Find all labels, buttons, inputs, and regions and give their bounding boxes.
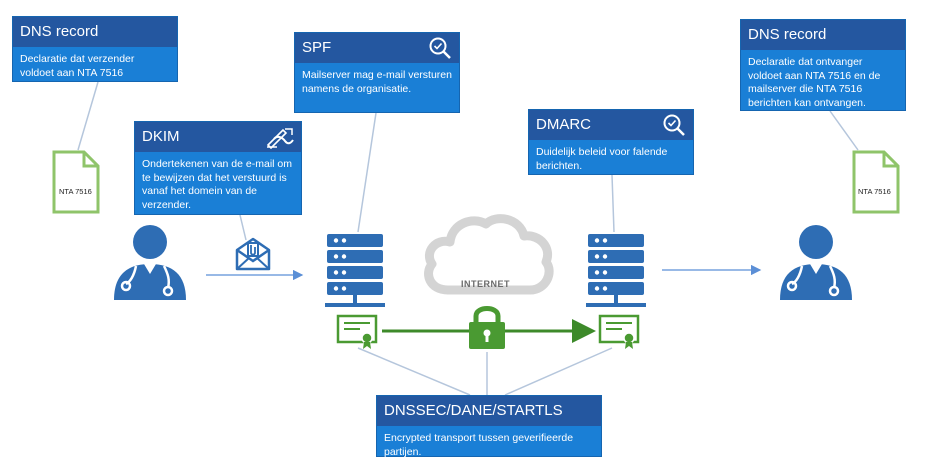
cloud-icon	[424, 214, 554, 295]
document-label: NTA 7516	[858, 187, 891, 196]
dnssec-dane-startls-box: DNSSEC/DANE/STARTLS Encrypted transport …	[376, 395, 602, 458]
dmarc-box: DMARC Duidelijk beleid voor falende beri…	[528, 109, 694, 175]
magnifier-check-icon	[663, 114, 685, 136]
magnifier-check-icon	[429, 37, 451, 59]
callout-line-dnssec-left	[357, 347, 471, 396]
certificate-icon	[336, 314, 378, 349]
box-text: Encrypted transport tussen geverifieerde…	[384, 432, 574, 458]
internet-label: INTERNET	[461, 279, 510, 289]
box-title: DMARC	[536, 116, 591, 133]
callout-line-spf	[357, 112, 377, 233]
callout-line-dnssec-right	[504, 347, 613, 396]
callout-line-dmarc	[611, 174, 615, 233]
box-text: Duidelijk beleid voor falende berichten.	[536, 146, 668, 172]
server-icon	[586, 234, 646, 307]
box-title: DNSSEC/DANE/STARTLS	[377, 396, 601, 426]
box-title: DKIM	[142, 128, 180, 145]
box-title: SPF	[302, 39, 332, 56]
signing-hand-icon	[266, 128, 294, 149]
dns-record-sender-box: DNS record Declaratie dat verzender vold…	[12, 16, 178, 82]
callout-line-dns-left	[77, 81, 99, 151]
box-text: Declaratie dat ontvanger voldoet aan NTA…	[748, 56, 881, 109]
dns-record-receiver-box: DNS record Declaratie dat ontvanger vold…	[740, 19, 906, 111]
certificate-icon	[598, 314, 640, 349]
box-title: DNS record	[13, 17, 177, 47]
document-icon	[52, 150, 100, 214]
box-text: Ondertekenen van de e-mail om te bewijze…	[142, 158, 292, 211]
document-icon	[852, 150, 900, 214]
box-text: Mailserver mag e-mail versturen namens d…	[302, 69, 452, 95]
spf-box: SPF Mailserver mag e-mail versturen name…	[294, 32, 460, 113]
callout-line-dkim	[239, 214, 247, 241]
doctor-icon	[114, 225, 186, 300]
lock-icon	[469, 306, 505, 349]
dkim-box: DKIM Ondertekenen van de e-mail om te be…	[134, 121, 302, 215]
doctor-icon	[780, 225, 852, 300]
callout-line-dns-right	[829, 110, 859, 151]
box-title: DNS record	[741, 20, 905, 50]
document-label: NTA 7516	[59, 187, 92, 196]
box-text: Declaratie dat verzender voldoet aan NTA…	[20, 53, 135, 79]
envelope-paperclip-icon	[235, 237, 271, 271]
server-icon	[325, 234, 385, 307]
